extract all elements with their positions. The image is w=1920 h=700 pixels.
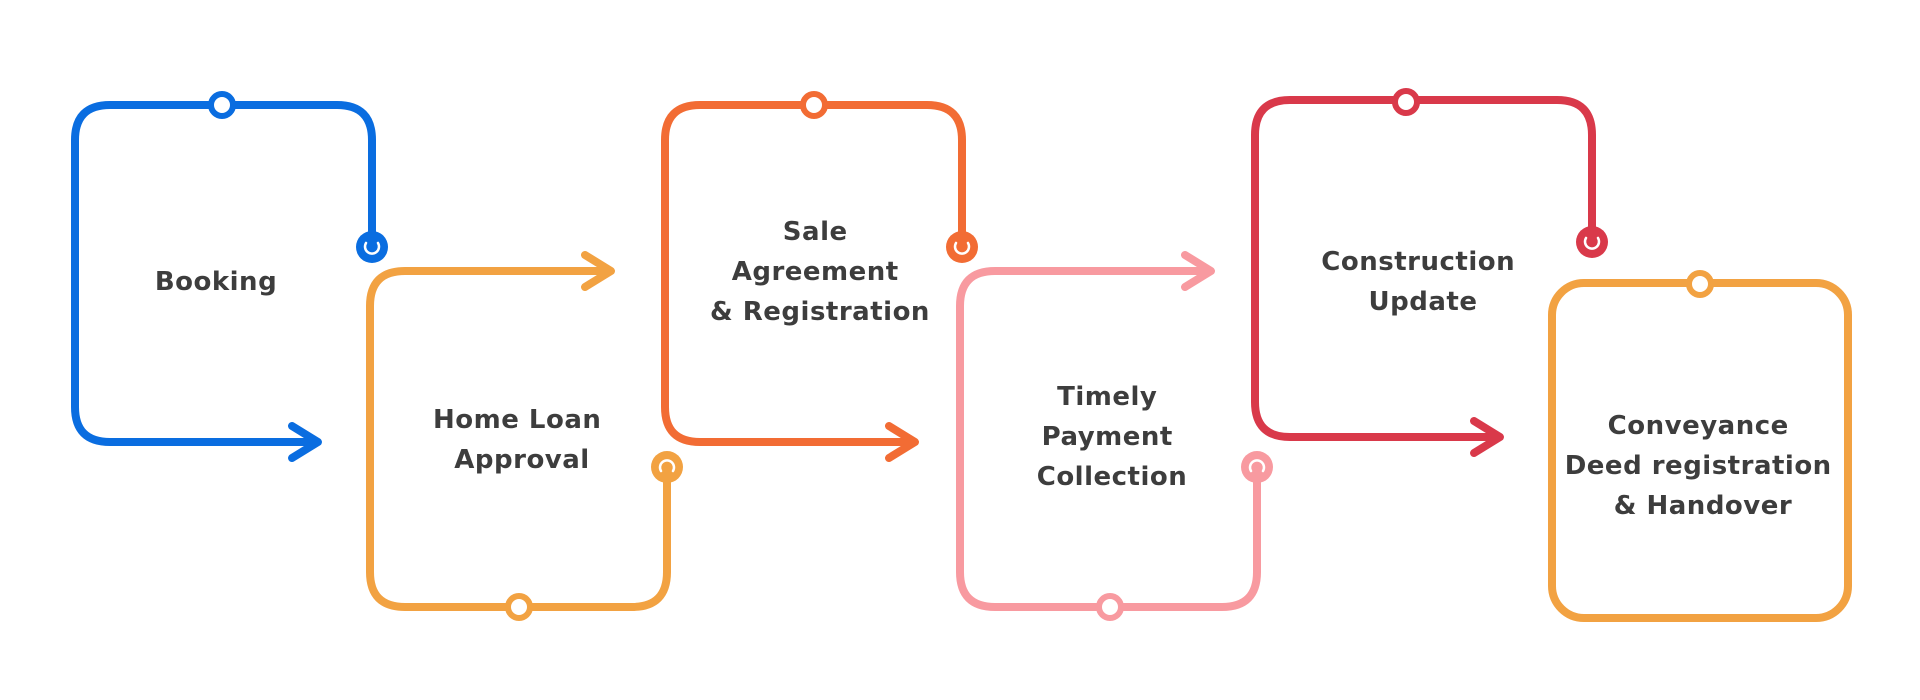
home-loan-arrow-icon bbox=[581, 251, 615, 291]
construction-update-top-node-icon bbox=[1392, 88, 1420, 116]
sale-agreement-end-dot-mark-icon bbox=[953, 241, 971, 255]
timely-payment-label: Timely Payment Collection bbox=[1037, 382, 1188, 492]
step-sale-agreement: Sale Agreement & Registration bbox=[661, 91, 978, 462]
construction-update-end-dot-mark-icon bbox=[1583, 236, 1601, 250]
booking-end-dot-icon bbox=[356, 231, 388, 263]
home-loan-end-dot-icon bbox=[651, 451, 683, 483]
sale-agreement-path bbox=[661, 101, 966, 446]
home-loan-label: Home Loan Approval bbox=[433, 405, 611, 475]
home-loan-path bbox=[366, 267, 671, 611]
construction-update-end-dot-icon bbox=[1576, 226, 1608, 258]
booking-path bbox=[71, 101, 376, 446]
step-construction-update: Construction Update bbox=[1251, 88, 1608, 457]
timely-payment-end-dot-icon bbox=[1241, 451, 1273, 483]
timely-payment-bottom-node-icon bbox=[1096, 593, 1124, 621]
home-loan-end-dot-mark-icon bbox=[658, 459, 676, 473]
timely-payment-end-dot-mark-icon bbox=[1248, 459, 1266, 473]
conveyance-top-node-icon bbox=[1686, 270, 1714, 298]
construction-update-arrow-icon bbox=[1470, 417, 1504, 457]
step-conveyance: Conveyance Deed registration & Handover bbox=[1548, 270, 1852, 622]
timely-payment-path bbox=[956, 267, 1261, 611]
sale-agreement-arrow-icon bbox=[885, 422, 919, 462]
sale-agreement-top-node-icon bbox=[800, 91, 828, 119]
step-timely-payment: Timely Payment Collection bbox=[956, 251, 1273, 621]
step-home-loan-approval: Home Loan Approval bbox=[366, 251, 683, 621]
sale-agreement-end-dot-icon bbox=[946, 231, 978, 263]
construction-update-path bbox=[1251, 96, 1596, 441]
booking-label: Booking bbox=[155, 267, 277, 297]
conveyance-label: Conveyance Deed registration & Handover bbox=[1565, 411, 1842, 521]
step-booking: Booking bbox=[71, 91, 388, 462]
booking-top-node-icon bbox=[208, 91, 236, 119]
construction-update-label: Construction Update bbox=[1321, 247, 1524, 317]
booking-arrow-icon bbox=[288, 422, 322, 462]
timely-payment-arrow-icon bbox=[1181, 251, 1215, 291]
sale-agreement-label: Sale Agreement & Registration bbox=[710, 217, 930, 327]
booking-end-dot-mark-icon bbox=[363, 241, 381, 255]
home-loan-bottom-node-icon bbox=[505, 593, 533, 621]
